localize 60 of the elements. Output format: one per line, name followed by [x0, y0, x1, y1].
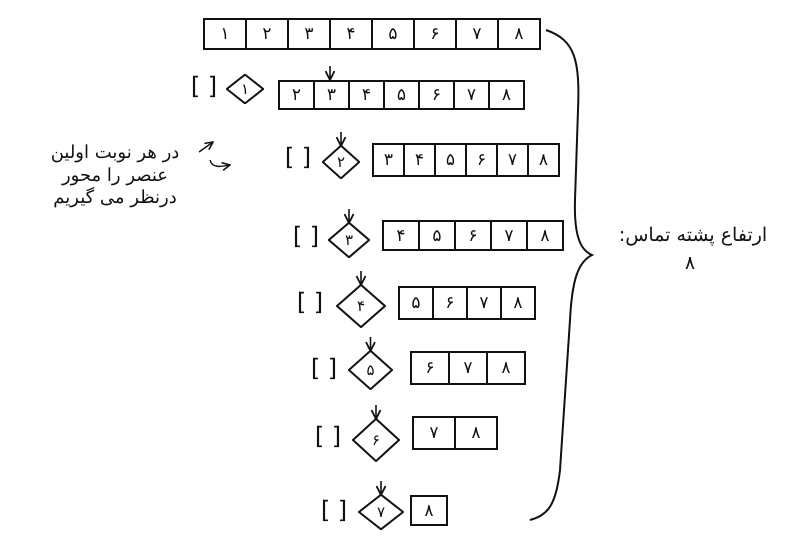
array-cell: ۷ [496, 143, 529, 177]
array-cell: ۲ [245, 18, 289, 50]
array-cell: ۸ [410, 495, 448, 526]
pivot-diamond: ۱ [226, 74, 264, 104]
array-cell: ۱ [203, 18, 247, 50]
pivot-diamond: ۳ [328, 222, 370, 258]
array-cell: ۶ [432, 286, 468, 320]
array-cell: ۶ [465, 143, 498, 177]
arrow [365, 337, 376, 352]
empty-bracket: [ ] [320, 496, 348, 524]
stack-height-label: ارتفاع پشته تماس: [618, 224, 768, 246]
arrow [344, 209, 354, 224]
array-cell: ۸ [454, 416, 498, 450]
pivot-diamond: ۴ [336, 284, 386, 328]
empty-bracket: [ ] [296, 288, 324, 316]
array-cell: ۸ [488, 80, 525, 110]
array-cell: ۸ [500, 286, 536, 320]
array-cell: ۳ [287, 18, 331, 50]
empty-bracket: [ ] [284, 143, 312, 171]
array-cell: ۷ [448, 351, 488, 385]
array-cell: ۳ [313, 80, 350, 110]
arrow [356, 271, 366, 286]
array-cell: ۵ [398, 286, 434, 320]
array-cell: ۷ [466, 286, 502, 320]
array-cell: ۴ [382, 220, 420, 251]
array-cell: ۷ [490, 220, 528, 251]
array-cell: ۸ [486, 351, 526, 385]
array-cell: ۷ [412, 416, 456, 450]
array-cell: ۵ [371, 18, 415, 50]
pivot-diamond: ۲ [322, 145, 360, 179]
arrow [324, 66, 336, 81]
array-cell: ۲ [278, 80, 315, 110]
array-cell: ۴ [348, 80, 385, 110]
empty-bracket: [ ] [292, 222, 320, 250]
note-text: در هر نوبت اولین عنصر را محور درنظر می گیریم [50, 142, 180, 210]
pivot-diamond: ۶ [352, 418, 400, 462]
array-cell: ۸ [526, 220, 564, 251]
array-cell: ۴ [403, 143, 436, 177]
empty-bracket: [ ] [310, 354, 338, 382]
arrow [376, 481, 386, 496]
array-cell: ۶ [418, 80, 455, 110]
stack-height-value: ۸ [684, 252, 696, 274]
array-cell: ۴ [329, 18, 373, 50]
empty-bracket: [ ] [190, 72, 218, 100]
arrow [370, 405, 382, 420]
array-cell: ۸ [497, 18, 541, 50]
array-cell: ۵ [418, 220, 456, 251]
array-cell: ۶ [413, 18, 457, 50]
pivot-diamond: ۵ [348, 350, 393, 390]
array-cell: ۷ [453, 80, 490, 110]
array-cell: ۶ [410, 351, 450, 385]
pivot-diamond: ۷ [358, 494, 404, 530]
array-cell: ۳ [372, 143, 405, 177]
array-cell: ۸ [527, 143, 560, 177]
array-cell: ۷ [455, 18, 499, 50]
arrow [336, 132, 346, 147]
array-cell: ۵ [434, 143, 467, 177]
array-cell: ۶ [454, 220, 492, 251]
array-cell: ۵ [383, 80, 420, 110]
empty-bracket: [ ] [314, 422, 342, 450]
